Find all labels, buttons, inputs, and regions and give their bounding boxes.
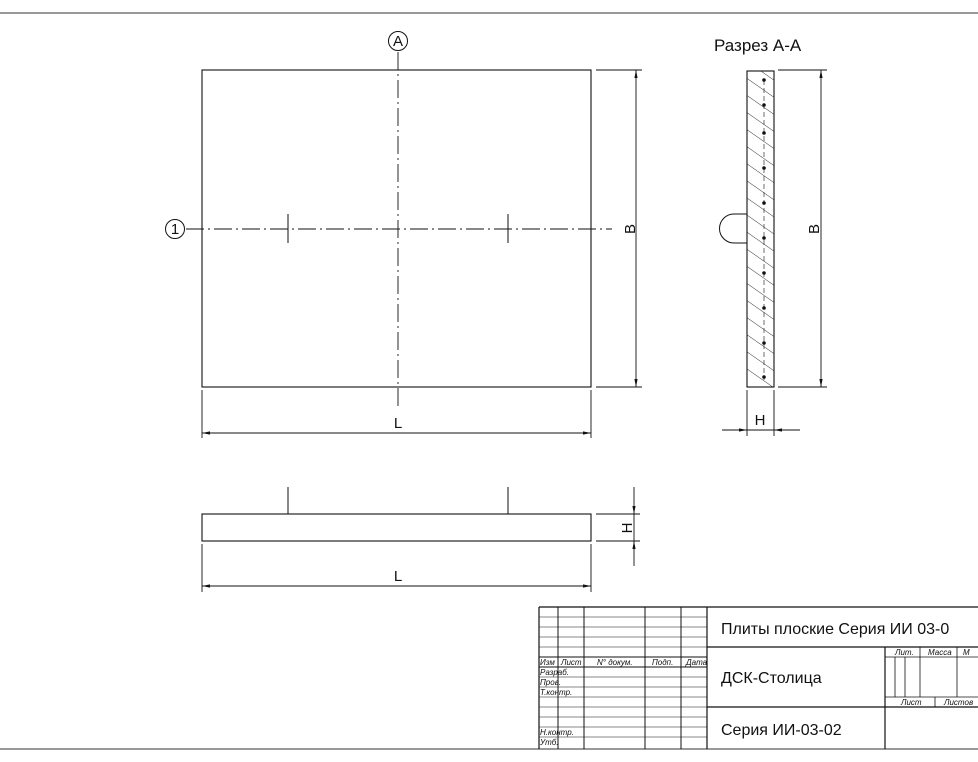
- title-block: [538, 606, 978, 749]
- series-label: Серия ИИ-03-02: [721, 722, 842, 739]
- section-title: Разрез А-А: [714, 36, 802, 55]
- axis-1-label: 1: [171, 221, 179, 238]
- axis-1-bubble: [165, 219, 185, 239]
- axis-a-label: A: [393, 33, 403, 50]
- organization: ДСК-Столица: [721, 670, 822, 687]
- col-list: Лист: [560, 658, 582, 667]
- col-izm: Изм: [540, 658, 555, 667]
- role-norm-control: Н.контр.: [540, 728, 574, 737]
- plan-dim-l-label: L: [394, 415, 402, 432]
- plan-dim-b-label: B: [622, 224, 639, 234]
- role-checked: Пров.: [540, 678, 561, 687]
- section-dim-b-label: B: [806, 224, 823, 234]
- role-developed: Разраб.: [540, 668, 569, 677]
- side-dim-h-label: H: [619, 523, 636, 534]
- plan-view: A 1 L B: [165, 31, 642, 438]
- section-hatch: [746, 70, 775, 388]
- lifting-loop: [719, 213, 747, 244]
- col-doc-no: N° докум.: [597, 658, 633, 667]
- col-sign: Подп.: [652, 658, 673, 667]
- role-tech-control: Т.контр.: [540, 688, 572, 697]
- plan-slab-outline: [201, 69, 592, 388]
- side-dim-l-label: L: [394, 568, 402, 585]
- role-approved: Утб.: [539, 738, 559, 747]
- axis-a-bubble: [388, 31, 408, 51]
- label-scale: М: [963, 648, 970, 657]
- rebar-dots: [762, 78, 766, 379]
- label-mass: Масса: [928, 648, 952, 657]
- side-slab-outline: [201, 513, 592, 542]
- col-date: Дата: [685, 658, 708, 667]
- label-lit: Лит.: [894, 648, 914, 657]
- title-block-text: Изм Лист N° докум. Подп. Дата Разраб. Пр…: [539, 621, 973, 747]
- section-view: Разрез А-А B H: [714, 36, 827, 436]
- product-title: Плиты плоские Серия ИИ 03-0: [721, 621, 949, 638]
- section-dim-h-label: H: [755, 412, 766, 429]
- label-sheets: Листов: [943, 698, 973, 707]
- side-view: H L: [201, 487, 640, 592]
- label-sheet: Лист: [900, 698, 922, 707]
